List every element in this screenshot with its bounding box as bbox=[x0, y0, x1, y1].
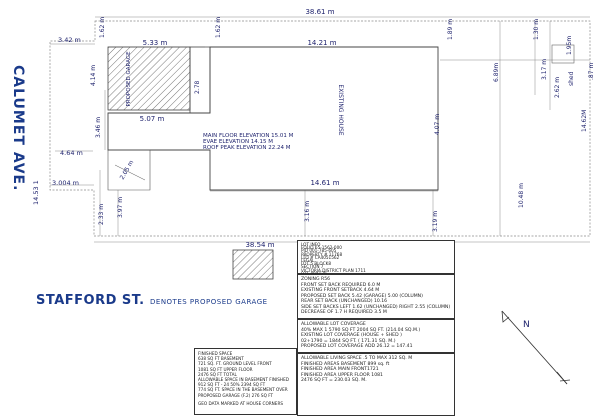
label-left-top: 3.42 m bbox=[58, 36, 81, 44]
label-1461: 14.61 m bbox=[310, 179, 339, 187]
label-garage-width: 5.33 m bbox=[143, 39, 168, 47]
north-arrow-icon bbox=[501, 310, 571, 385]
label-317: 3.17 m bbox=[541, 59, 548, 80]
label-346: 3.46 m bbox=[95, 117, 102, 138]
garage-connector bbox=[189, 46, 211, 114]
label-top-width: 38.61 m bbox=[305, 8, 334, 16]
street-south-label: STAFFORD ST. bbox=[36, 293, 145, 308]
label-087: .87 m bbox=[588, 63, 595, 80]
label-233: 2.33 m bbox=[98, 204, 105, 225]
label-278: 2.78 bbox=[194, 80, 201, 94]
label-1048: 10.48 m bbox=[518, 183, 525, 208]
shed bbox=[551, 44, 575, 64]
label-262: 2.62 m bbox=[554, 77, 561, 98]
living-space-box: ALLOWABLE LIVING SPACE .5 TO MAX 312 SQ.… bbox=[297, 353, 455, 416]
label-162b: 1.62 m bbox=[215, 17, 222, 38]
proposed-garage bbox=[107, 46, 191, 111]
label-house-text: EXISTING HOUSE bbox=[337, 84, 344, 135]
front-porch bbox=[107, 149, 151, 191]
label-414: 4.14 m bbox=[90, 65, 97, 86]
label-3004: 3.004 m bbox=[52, 179, 79, 187]
label-elev-roof: ROOF PEAK ELEVATION 22.24 M bbox=[203, 145, 291, 151]
legend-hatch-box bbox=[232, 249, 274, 280]
label-316: 3.16 m bbox=[304, 201, 311, 222]
label-195: 1.95m bbox=[566, 36, 573, 55]
label-407: 4.07 m bbox=[434, 114, 441, 135]
label-elev-eave: EVAE ELEVATION 14.15 M bbox=[203, 139, 273, 145]
existing-house-outline bbox=[107, 46, 439, 191]
label-464: 4.64 m bbox=[60, 149, 83, 157]
legend-text: DENOTES PROPOSED GARAGE bbox=[150, 298, 268, 306]
label-elev-main: MAIN FLOOR ELEVATION 15.01 M bbox=[203, 133, 294, 139]
label-130: 1.30 m bbox=[533, 19, 540, 40]
lot-boundary bbox=[49, 20, 591, 237]
geo-note: GEO DATA MARKED AT HOUSE CORNERS bbox=[198, 400, 284, 406]
label-1453: 14.53 1 bbox=[32, 180, 40, 205]
street-west-label: CALUMET AVE. bbox=[10, 65, 26, 191]
label-507: 5.07 m bbox=[140, 115, 165, 123]
label-bottom-width: 38.54 m bbox=[245, 241, 274, 249]
label-shed: shed bbox=[568, 71, 575, 86]
label-1462: 14.62M bbox=[581, 110, 588, 132]
label-689: 6.89m bbox=[493, 63, 500, 82]
label-162a: 1.62 m bbox=[99, 17, 106, 38]
label-house-width: 14.21 m bbox=[307, 39, 336, 47]
label-north: N bbox=[523, 320, 530, 330]
label-205: 2.05 m bbox=[119, 159, 136, 181]
label-garage-text: PROPOSED GARAGE bbox=[126, 51, 132, 107]
label-397: 3.97 m bbox=[117, 197, 124, 218]
label-189: 1.89 m bbox=[447, 19, 454, 40]
label-319: 3.19 m bbox=[432, 211, 439, 232]
